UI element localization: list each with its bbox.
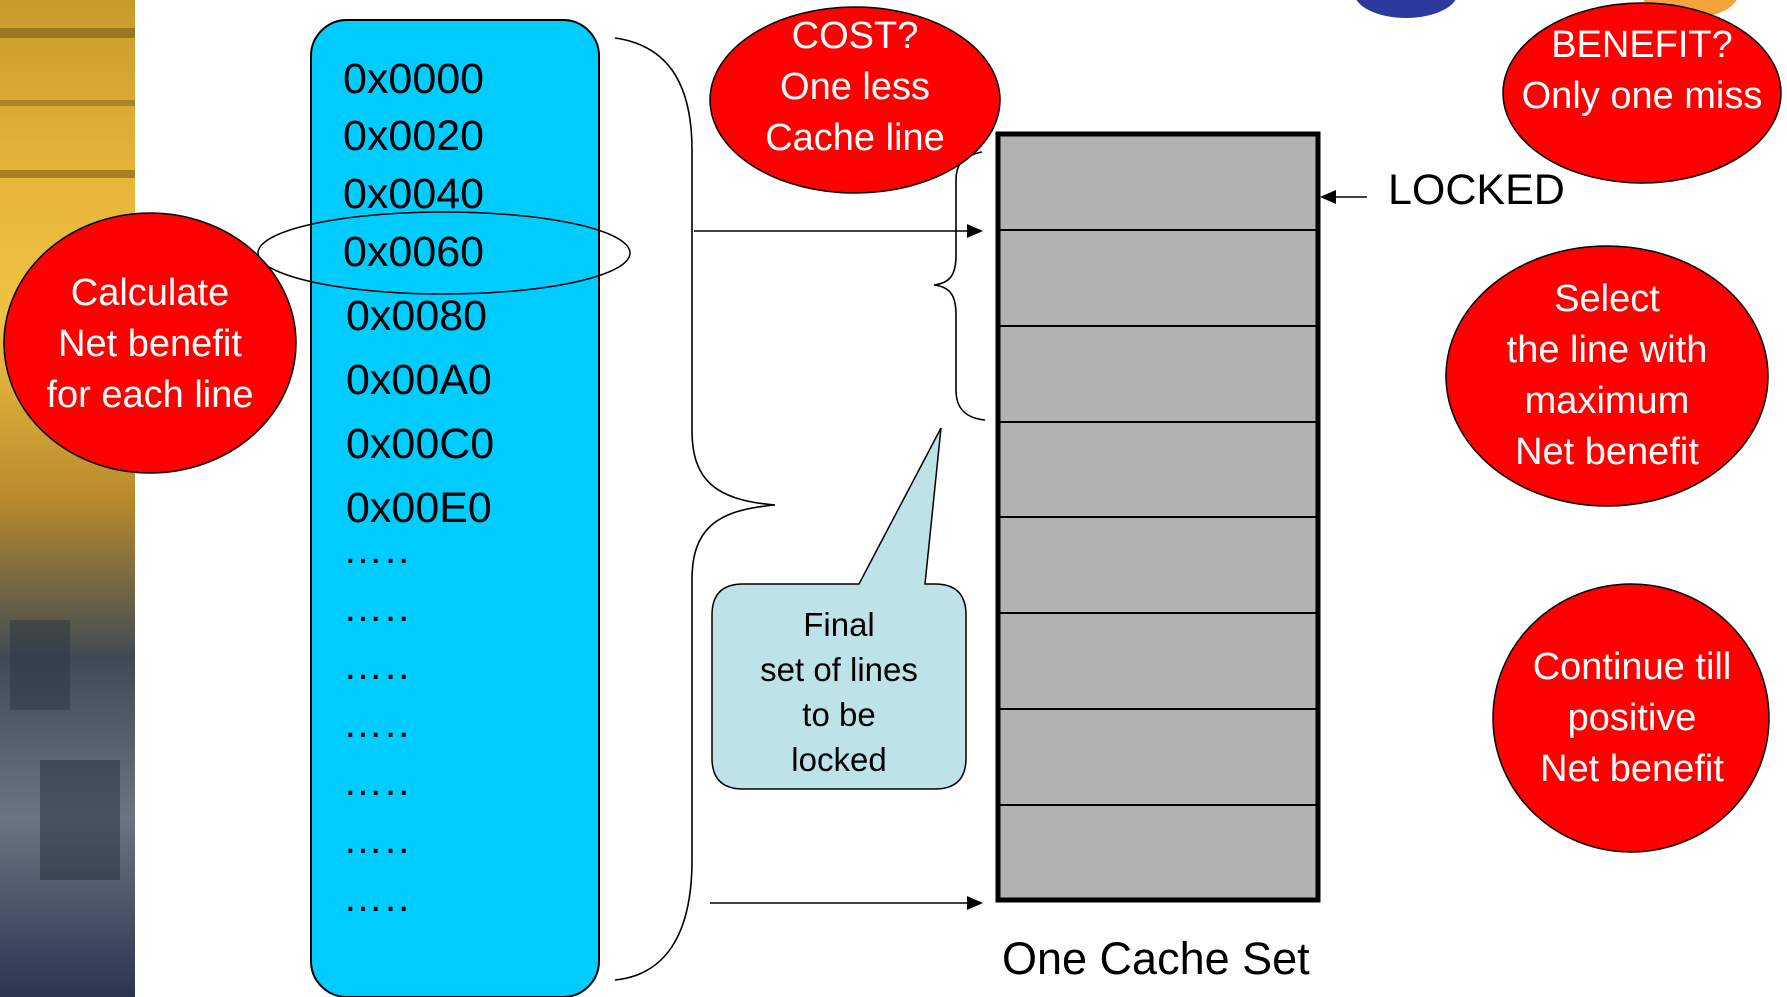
address-label: 0x0020 [343,112,484,161]
blue-logo-icon [1354,0,1458,18]
callout-line: Net benefit [1447,427,1767,478]
benefit-callout-text: BENEFIT? Only one miss [1500,20,1784,122]
decorative-side-strip [0,0,135,997]
final-lines-note-text: Final set of lines to be locked [722,602,956,782]
callout-line: One less [710,62,1000,113]
callout-line: COST? [710,11,1000,62]
address-label: 0x00C0 [346,420,494,469]
ellipsis-row: ….. [343,702,411,747]
ellipsis-row: ….. [343,644,411,689]
address-label: 0x00E0 [346,484,492,533]
address-label: 0x0060 [343,228,484,277]
address-label: 0x0040 [343,170,484,219]
callout-line: Select [1447,274,1767,325]
callout-line: BENEFIT? [1500,20,1784,71]
note-line: Final [722,602,956,647]
continue-callout-text: Continue till positive Net benefit [1493,642,1771,795]
address-label: 0x00A0 [346,356,492,405]
callout-line: maximum [1447,376,1767,427]
callout-line: the line with [1447,325,1767,376]
big-curly-brace [615,38,775,980]
arrow-head-icon [967,224,983,238]
arrow-head-icon [967,896,983,910]
callout-line: Calculate [4,268,296,319]
select-callout-text: Select the line with maximum Net benefit [1447,274,1767,478]
callout-line: Cache line [710,113,1000,164]
callout-line: Net benefit [4,319,296,370]
address-label: 0x0000 [343,55,484,104]
cache-set-label: One Cache Set [1002,933,1310,985]
callout-line: Net benefit [1493,744,1771,795]
locked-label: LOCKED [1388,166,1565,215]
cost-callout-text: COST? One less Cache line [710,11,1000,164]
callout-line: for each line [4,370,296,421]
calculate-callout-text: Calculate Net benefit for each line [4,268,296,421]
callout-line: Continue till [1493,642,1771,693]
callout-line: positive [1493,693,1771,744]
ellipsis-row: ….. [343,528,411,573]
note-line: set of lines [722,647,956,692]
ellipsis-row: ….. [343,818,411,863]
ellipsis-row: ….. [343,876,411,921]
locked-arrow-head-icon [1320,190,1336,204]
note-line: locked [722,737,956,782]
note-line: to be [722,692,956,737]
callout-line: Only one miss [1500,71,1784,122]
small-curly-brace [934,152,985,420]
cache-set [998,134,1318,900]
ellipsis-row: ….. [343,586,411,631]
address-label: 0x0080 [346,292,487,341]
ellipsis-row: ….. [343,760,411,805]
